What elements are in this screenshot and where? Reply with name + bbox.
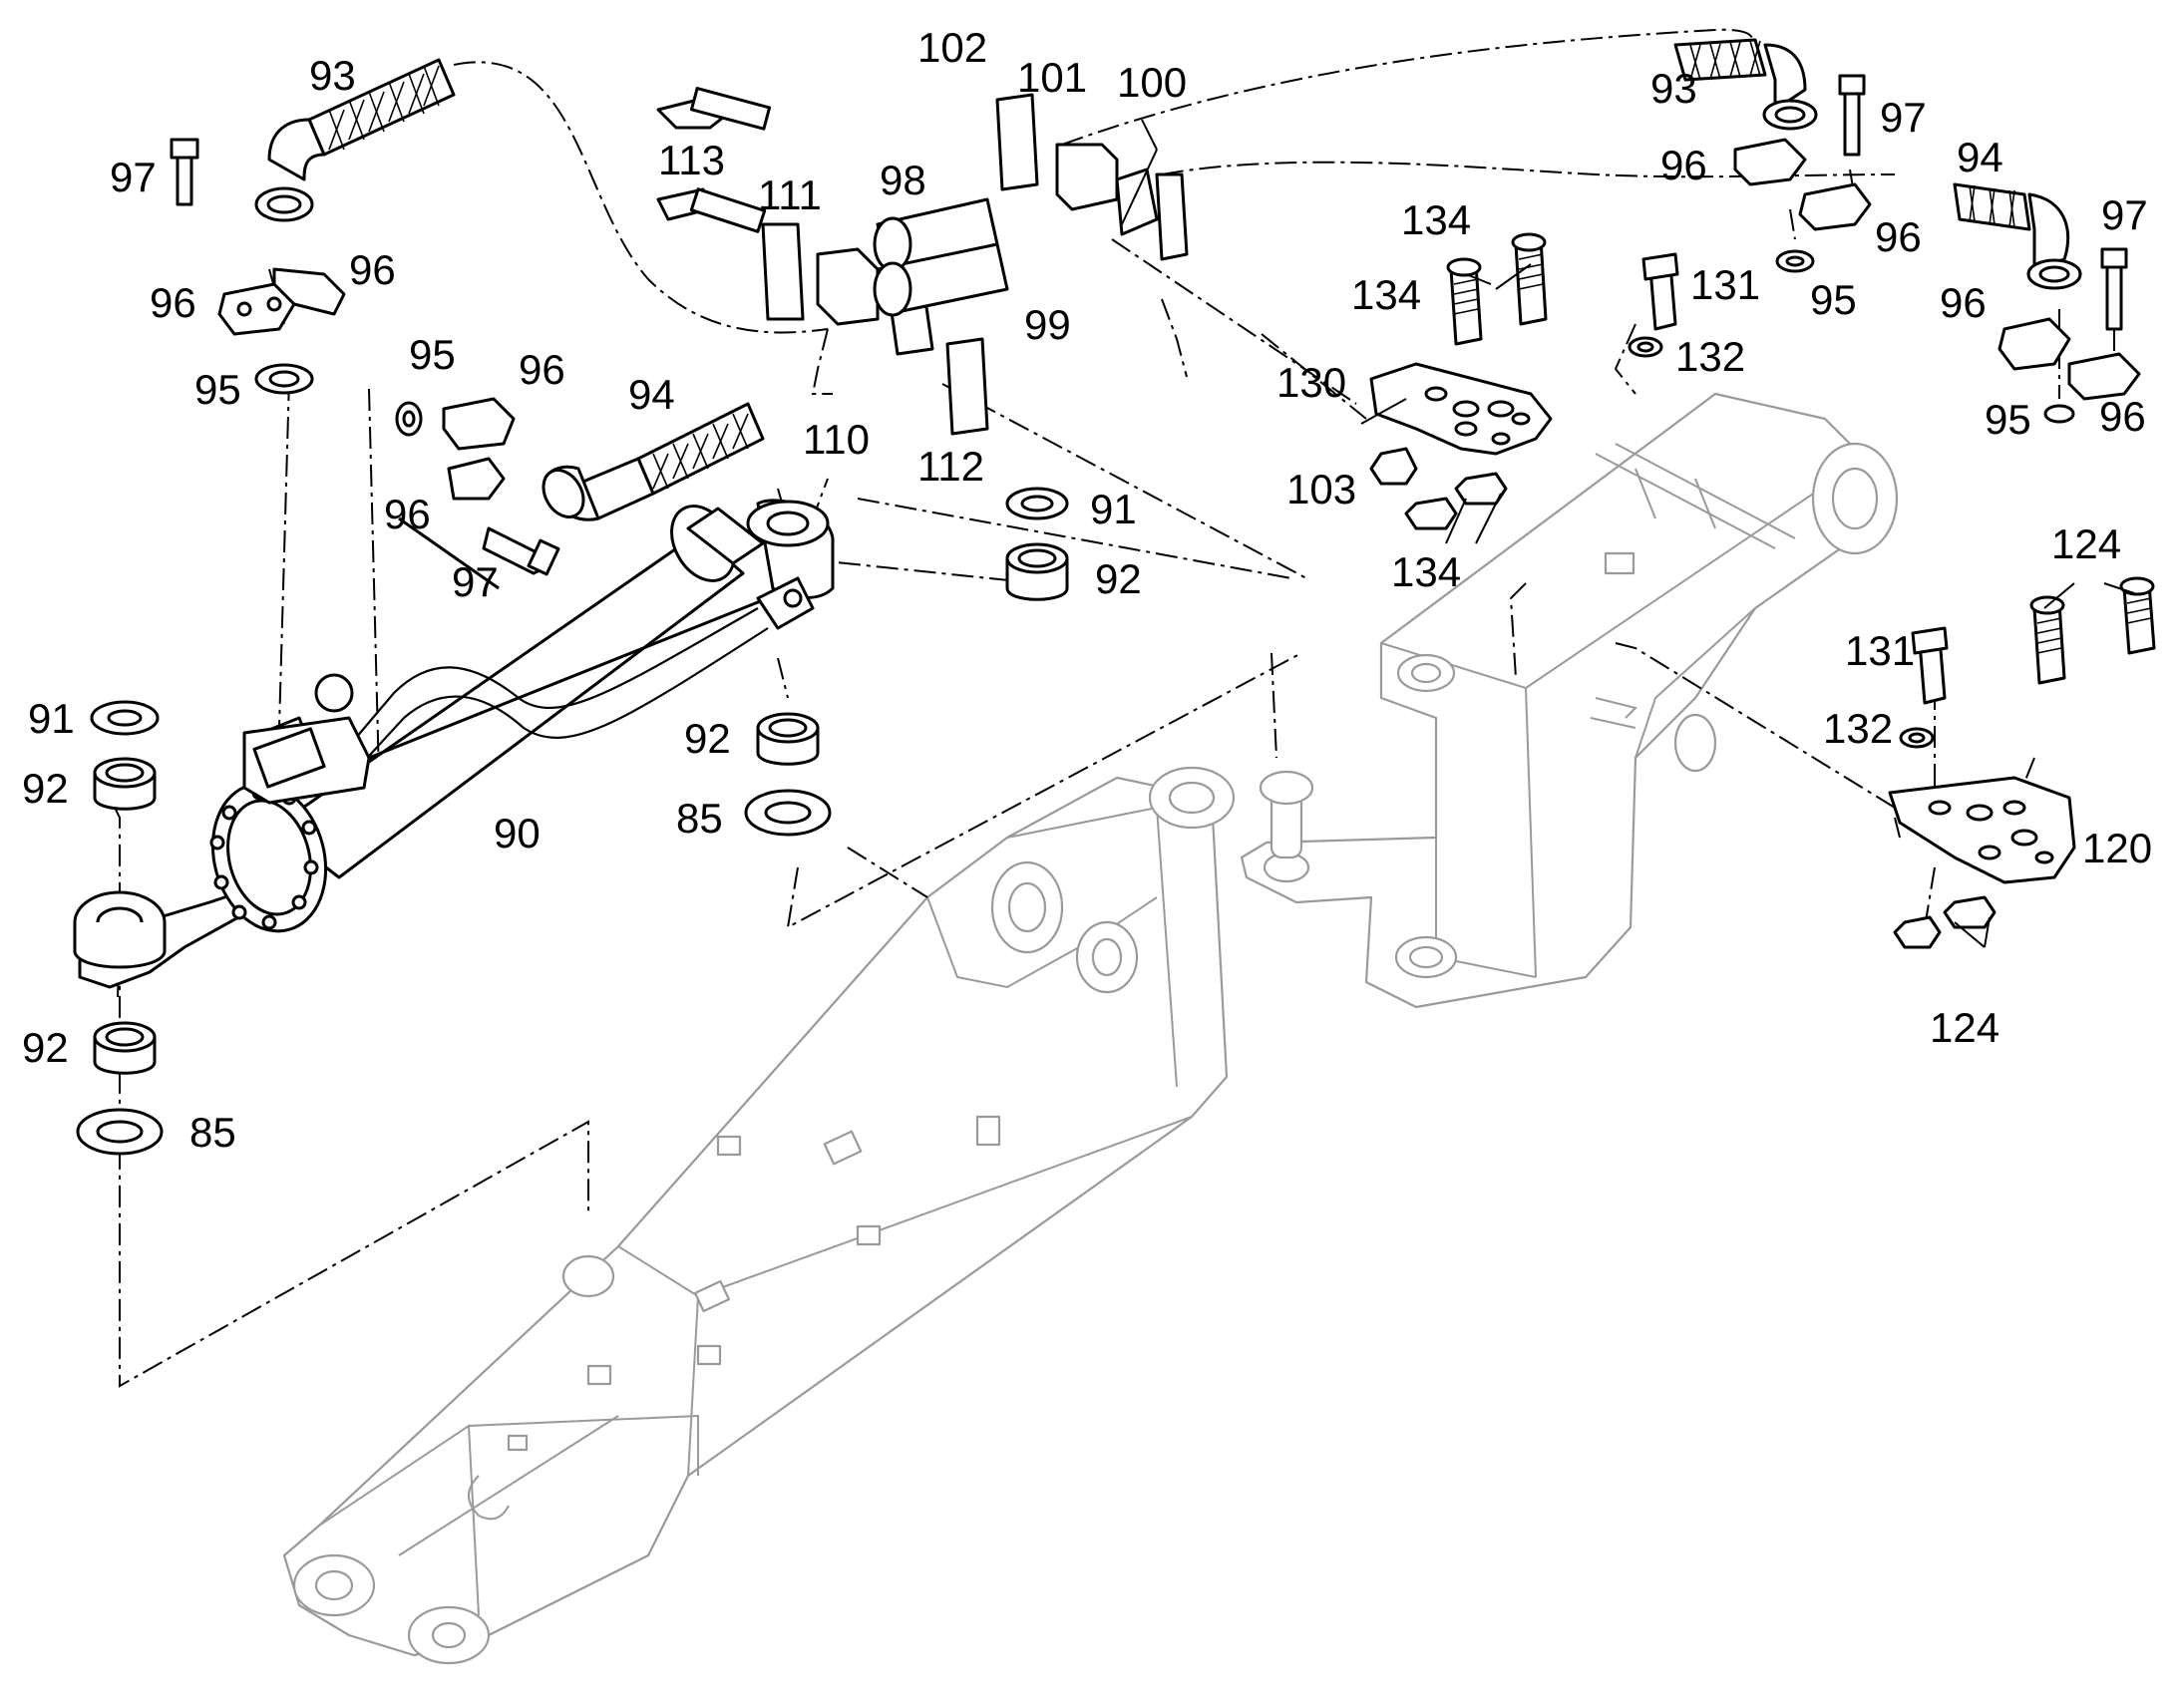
callout-92-center: 92 [1095, 555, 1142, 602]
callout-94-left: 94 [628, 371, 675, 418]
callout-90: 90 [494, 810, 541, 856]
callout-131-lower: 131 [1845, 627, 1915, 674]
callout-110: 110 [803, 416, 870, 463]
plate-120-assembly [1888, 576, 2156, 949]
callout-111: 111 [758, 171, 822, 218]
callout-112: 112 [917, 443, 984, 490]
callout-102: 102 [917, 24, 987, 71]
hose-94-right [1953, 182, 2141, 424]
callout-96-right-c: 96 [1940, 279, 1987, 326]
callout-96-right-b: 96 [1875, 213, 1922, 260]
callout-132-right: 132 [1675, 333, 1745, 380]
left-clamp-parts [170, 138, 560, 576]
callout-130: 130 [1276, 359, 1346, 406]
callout-92-mid: 92 [684, 715, 731, 762]
center-coupling-assembly [656, 87, 1189, 436]
hose-93-right [1673, 38, 1872, 273]
callout-93-right: 93 [1650, 65, 1697, 112]
callout-97-right-b: 97 [2101, 191, 2148, 238]
swing-post-ghost [1240, 392, 1899, 1009]
callout-98: 98 [880, 157, 926, 203]
callout-134-a: 134 [1401, 196, 1471, 243]
callout-96-left-b: 96 [349, 246, 396, 293]
callout-95-left-a: 95 [194, 366, 241, 413]
callout-113: 113 [658, 137, 725, 183]
callout-97-left: 97 [110, 154, 157, 200]
callout-92-bottom: 92 [22, 1024, 69, 1071]
callout-124-top: 124 [2051, 520, 2121, 567]
callout-120: 120 [2082, 825, 2152, 871]
callout-96-left-a: 96 [150, 279, 196, 326]
callout-95-right-a: 95 [1810, 276, 1857, 323]
callout-97-left-b: 97 [452, 558, 499, 605]
callout-100: 100 [1117, 59, 1187, 106]
hose-93-left [254, 58, 456, 222]
callout-96-right-d: 96 [2099, 393, 2146, 440]
center-bushings [744, 487, 1069, 837]
callout-leaders [1121, 119, 2135, 948]
callout-91-center: 91 [1090, 486, 1137, 532]
left-bushings [76, 700, 164, 1156]
callout-96-left-c: 96 [519, 346, 565, 393]
hydraulic-cylinder-90 [73, 499, 835, 989]
boom-arm-ghost [282, 766, 1236, 1665]
callout-94-right: 94 [1957, 134, 2003, 180]
callout-96-right-a: 96 [1660, 142, 1707, 188]
callout-97-right-a: 97 [1880, 94, 1927, 141]
callout-85-bottom: 85 [189, 1109, 236, 1156]
callout-132-lower: 132 [1823, 705, 1893, 752]
callout-96-left-d: 96 [384, 491, 431, 537]
callout-101: 101 [1017, 54, 1087, 101]
callout-131-right: 131 [1690, 261, 1760, 308]
callout-134-b: 134 [1351, 271, 1421, 318]
callout-92-left: 92 [22, 765, 69, 812]
callout-95-left-b: 95 [409, 331, 456, 378]
hose-route-lines [114, 28, 2115, 1388]
callout-91-left: 91 [28, 695, 75, 742]
callout-labels: 93 97 96 96 95 95 96 94 96 97 102 101 10… [22, 24, 2152, 1156]
callout-124-bottom: 124 [1930, 1004, 1999, 1051]
callout-93-left: 93 [309, 52, 356, 99]
callout-103: 103 [1286, 466, 1356, 512]
plate-130-assembly [1369, 232, 1679, 530]
callout-85-mid: 85 [676, 795, 723, 842]
callout-99: 99 [1024, 301, 1071, 348]
hose-94-left [542, 402, 765, 521]
callout-95-right-b: 95 [1985, 396, 2031, 443]
callout-134-c: 134 [1391, 548, 1461, 595]
